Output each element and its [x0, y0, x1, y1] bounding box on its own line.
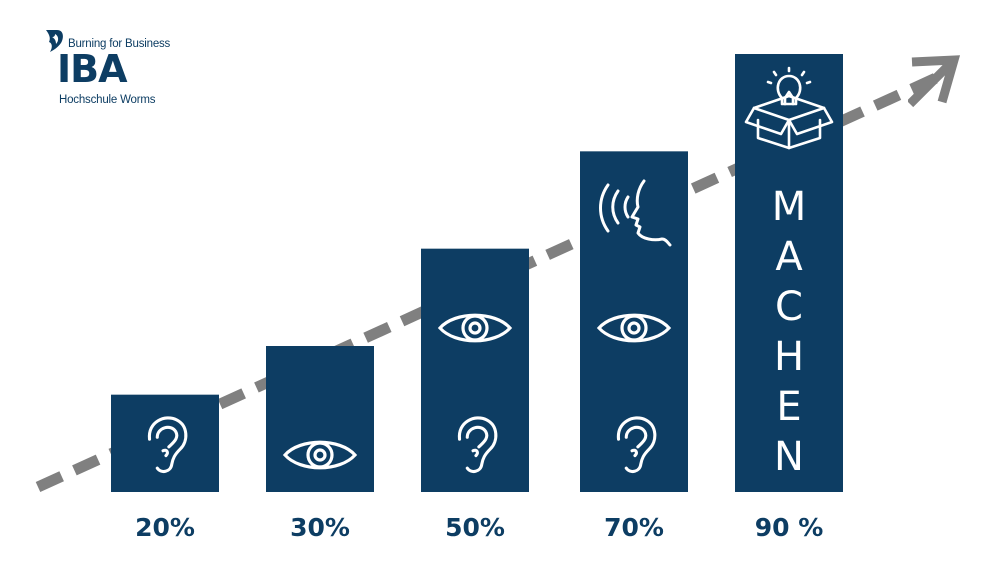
category-label-2: 30%	[290, 513, 350, 542]
logo-school: Hochschule Worms	[59, 94, 156, 106]
vertical-word-letter: A	[775, 234, 803, 280]
category-labels: 20% 30% 50% 70% 90 %	[135, 513, 823, 542]
iba-logo: Burning for Business IBA Hochschule Worm…	[44, 28, 184, 118]
bar-1	[111, 394, 219, 492]
vertical-word-letter: H	[774, 334, 804, 380]
category-label-1: 20%	[135, 513, 195, 542]
logo-tagline: Burning for Business	[68, 38, 171, 50]
category-label-3: 50%	[445, 513, 505, 542]
flame-logo-icon	[46, 30, 63, 52]
bar-2	[266, 346, 374, 492]
vertical-word-letter: C	[775, 284, 803, 330]
vertical-word-letter: E	[776, 384, 801, 430]
vertical-word-letter: N	[774, 434, 804, 480]
logo-brand: IBA	[57, 47, 128, 91]
vertical-word-letter: M	[772, 184, 807, 230]
category-label-5: 90 %	[755, 513, 824, 542]
category-label-4: 70%	[604, 513, 664, 542]
